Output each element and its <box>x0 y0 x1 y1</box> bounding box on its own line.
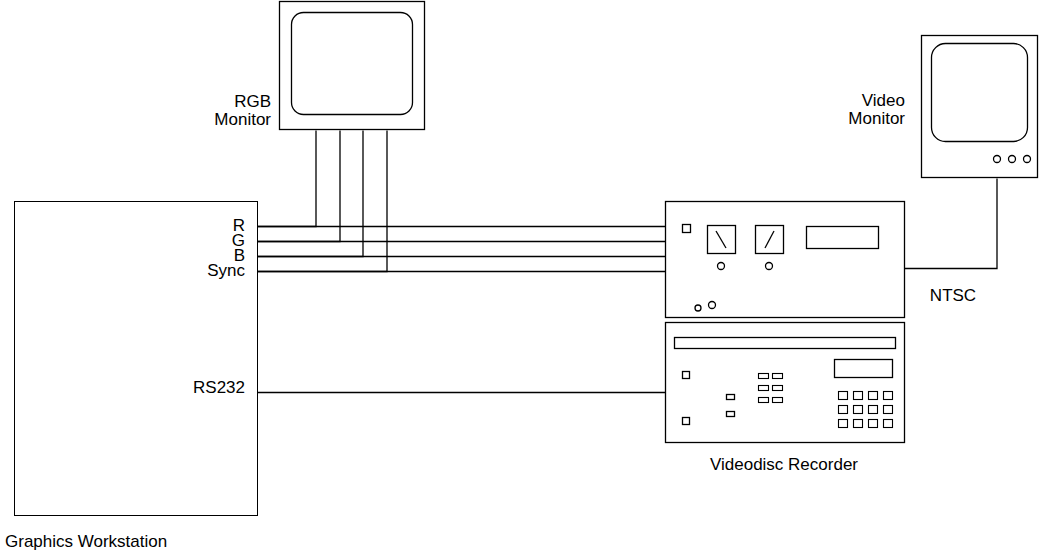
disc-slot <box>675 338 896 349</box>
meter-needle <box>716 231 726 248</box>
meter <box>708 226 736 254</box>
workstation-box: Graphics Workstation <box>14 201 258 516</box>
signal-wire <box>258 131 316 227</box>
rgb-monitor-screen <box>292 13 413 115</box>
node-title: Videodisc Recorder <box>710 456 858 474</box>
button <box>884 392 893 400</box>
button <box>839 392 848 400</box>
signal-wire <box>258 131 340 242</box>
signal-name: Sync <box>207 262 245 280</box>
button <box>854 406 863 414</box>
button <box>839 420 848 428</box>
signal-wire <box>258 226 665 227</box>
video-monitor-housing <box>922 36 1038 178</box>
button <box>727 412 735 417</box>
edge-label: NTSC <box>930 287 976 305</box>
display <box>835 360 893 378</box>
indicator <box>683 372 690 379</box>
rgb-monitor-housing <box>280 2 425 130</box>
knob <box>994 156 1001 163</box>
button <box>854 420 863 428</box>
button <box>759 374 769 379</box>
knob <box>695 305 701 311</box>
signal-wire <box>258 131 363 257</box>
button <box>869 420 878 428</box>
button <box>759 398 769 403</box>
button <box>869 406 878 414</box>
indicator <box>683 225 691 233</box>
rgb-monitor: RGB Monitor <box>279 1 425 130</box>
indicator <box>683 418 690 425</box>
button <box>884 420 893 428</box>
signal-wire <box>258 131 387 272</box>
node-title: Graphics Workstation <box>5 533 167 551</box>
button <box>773 398 783 403</box>
button <box>839 406 848 414</box>
signal-wire <box>905 179 997 269</box>
display <box>807 227 879 249</box>
node-title: RGB Monitor <box>191 93 271 129</box>
button <box>773 386 783 391</box>
meter <box>756 226 784 254</box>
meter-needle <box>765 231 774 248</box>
knob <box>718 263 725 270</box>
button <box>727 395 735 400</box>
knob <box>1009 156 1016 163</box>
button <box>773 374 783 379</box>
video-monitor: Video Monitor <box>921 35 1038 178</box>
knob <box>709 302 716 309</box>
signal-wire <box>258 392 665 393</box>
button <box>854 392 863 400</box>
video-monitor-screen <box>932 44 1028 142</box>
button <box>759 386 769 391</box>
signal-name: RS232 <box>193 379 245 397</box>
button <box>884 406 893 414</box>
knob <box>1024 156 1031 163</box>
node-title: Video Monitor <box>825 92 905 128</box>
recorder-lower-unit <box>666 323 905 443</box>
knob <box>766 263 773 270</box>
videodisc-recorder: Videodisc Recorder <box>665 201 905 443</box>
button <box>869 392 878 400</box>
recorder-upper-unit <box>666 202 905 318</box>
